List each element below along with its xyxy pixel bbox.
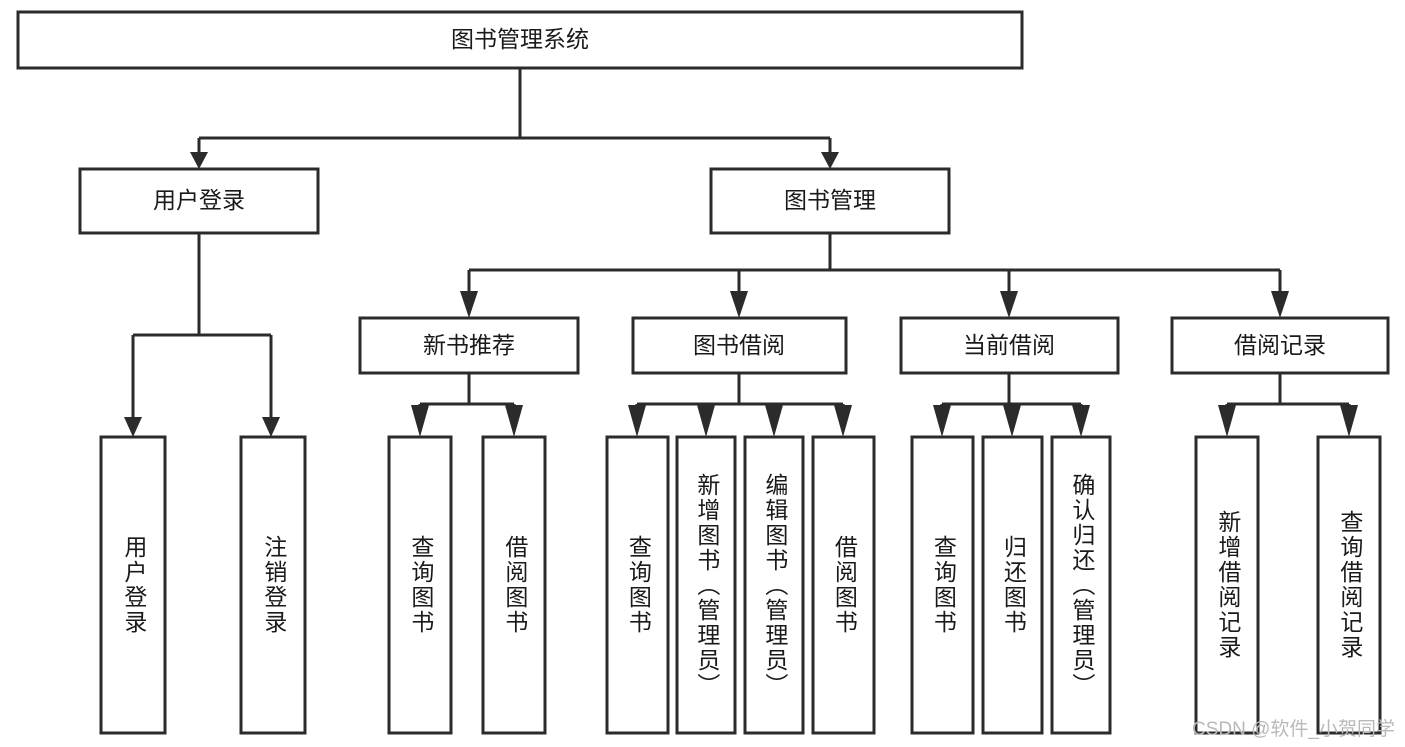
node-root-label: 图书管理系统 (451, 26, 589, 52)
node-book-borrow-box[interactable] (631, 316, 848, 375)
leaf-bb-add-book-label: 新增图书（管理员） (693, 472, 720, 698)
leaf-nb-borrow-book[interactable]: 借阅图书 (481, 435, 547, 735)
leaf-cb-return-book-box[interactable] (981, 435, 1044, 735)
node-user-login-label: 用户登录 (153, 187, 245, 213)
leaf-logout[interactable]: 注销登录 (239, 435, 307, 735)
arrowhead-bb-leaf-4 (834, 405, 852, 437)
node-borrow-record-label: 借阅记录 (1234, 332, 1326, 358)
leaf-bb-edit-book-box[interactable] (743, 435, 805, 735)
arrowhead-bb-leaf-1 (628, 405, 646, 437)
leaf-bb-query-book-box[interactable] (605, 435, 670, 735)
arrowhead-nb-leaf-2 (505, 405, 523, 437)
arrowhead-new-book (460, 291, 478, 318)
leaf-bb-edit-book-label: 编辑图书（管理员） (761, 472, 788, 698)
node-current-borrow-box[interactable] (899, 316, 1120, 375)
node-current-borrow[interactable]: 当前借阅 (899, 316, 1120, 375)
node-new-book-recommend[interactable]: 新书推荐 (358, 316, 580, 375)
arrowhead-bb-leaf-3 (765, 405, 783, 437)
leaf-bb-edit-book[interactable]: 编辑图书（管理员） (743, 435, 805, 735)
connector-layer (124, 68, 1358, 437)
leaf-cb-query-book-box[interactable] (910, 435, 975, 735)
node-book-borrow-label: 图书借阅 (693, 332, 785, 358)
leaf-nb-query-book-box[interactable] (387, 435, 453, 735)
leaf-br-add-record-box[interactable] (1194, 435, 1260, 735)
arrowhead-cb-leaf-1 (933, 405, 951, 437)
arrowhead-book-manage (821, 152, 839, 169)
arrowhead-current-borrow (1000, 291, 1018, 318)
leaf-cb-query-book-label: 查询图书 (930, 535, 957, 635)
leaf-cb-return-book[interactable]: 归还图书 (981, 435, 1044, 735)
leaf-br-query-record-box[interactable] (1316, 435, 1382, 735)
arrowhead-br-leaf-2 (1340, 405, 1358, 437)
leaf-cb-confirm-return[interactable]: 确认归还（管理员） (1050, 435, 1112, 735)
arrowhead-leaf-logout (262, 417, 280, 437)
node-borrow-record-box[interactable] (1170, 316, 1390, 375)
node-book-manage-label: 图书管理 (784, 187, 876, 213)
leaf-bb-borrow-book-label: 借阅图书 (831, 535, 858, 635)
leaf-br-query-record[interactable]: 查询借阅记录 (1316, 435, 1382, 735)
arrowhead-br-leaf-1 (1218, 405, 1236, 437)
node-user-login-box[interactable] (78, 167, 320, 235)
leaf-bb-query-book-label: 查询图书 (625, 535, 652, 635)
node-root-box[interactable] (16, 10, 1024, 70)
node-user-login[interactable]: 用户登录 (78, 167, 320, 235)
node-borrow-record[interactable]: 借阅记录 (1170, 316, 1390, 375)
node-book-manage[interactable]: 图书管理 (709, 167, 951, 235)
leaf-bb-borrow-book-box[interactable] (811, 435, 876, 735)
leaf-nb-query-book[interactable]: 查询图书 (387, 435, 453, 735)
leaf-nb-query-book-label: 查询图书 (407, 535, 434, 635)
node-book-manage-box[interactable] (709, 167, 951, 235)
leaf-cb-confirm-return-label: 确认归还（管理员） (1068, 472, 1095, 698)
leaf-nb-borrow-book-box[interactable] (481, 435, 547, 735)
arrowhead-borrow-record (1271, 291, 1289, 318)
arrowhead-nb-leaf-1 (411, 405, 429, 437)
leaf-bb-borrow-book[interactable]: 借阅图书 (811, 435, 876, 735)
leaf-bb-add-book[interactable]: 新增图书（管理员） (675, 435, 737, 735)
leaf-nb-borrow-book-label: 借阅图书 (501, 535, 528, 635)
leaf-user-login-label: 用户登录 (120, 535, 147, 635)
leaf-user-login[interactable]: 用户登录 (99, 435, 167, 735)
arrowhead-book-borrow (730, 291, 748, 318)
leaf-logout-label: 注销登录 (260, 535, 287, 635)
leaf-logout-box[interactable] (239, 435, 307, 735)
leaf-bb-query-book[interactable]: 查询图书 (605, 435, 670, 735)
arrowhead-bb-leaf-2 (697, 405, 715, 437)
leaf-bb-add-book-box[interactable] (675, 435, 737, 735)
node-new-book-recommend-box[interactable] (358, 316, 580, 375)
leaf-br-add-record-label: 新增借阅记录 (1214, 510, 1241, 660)
arrowhead-cb-leaf-2 (1003, 405, 1021, 437)
leaf-br-query-record-label: 查询借阅记录 (1336, 510, 1363, 660)
leaf-cb-query-book[interactable]: 查询图书 (910, 435, 975, 735)
leaf-cb-return-book-label: 归还图书 (1000, 535, 1027, 635)
arrowhead-cb-leaf-3 (1072, 405, 1090, 437)
leaf-br-add-record[interactable]: 新增借阅记录 (1194, 435, 1260, 735)
arrowhead-leaf-user-login (124, 417, 142, 437)
arrowhead-user-login (190, 152, 208, 169)
node-current-borrow-label: 当前借阅 (963, 332, 1055, 358)
leaf-user-login-box[interactable] (99, 435, 167, 735)
node-root[interactable]: 图书管理系统 (16, 10, 1024, 70)
leaf-cb-confirm-return-box[interactable] (1050, 435, 1112, 735)
node-new-book-recommend-label: 新书推荐 (423, 332, 515, 358)
node-book-borrow[interactable]: 图书借阅 (631, 316, 848, 375)
